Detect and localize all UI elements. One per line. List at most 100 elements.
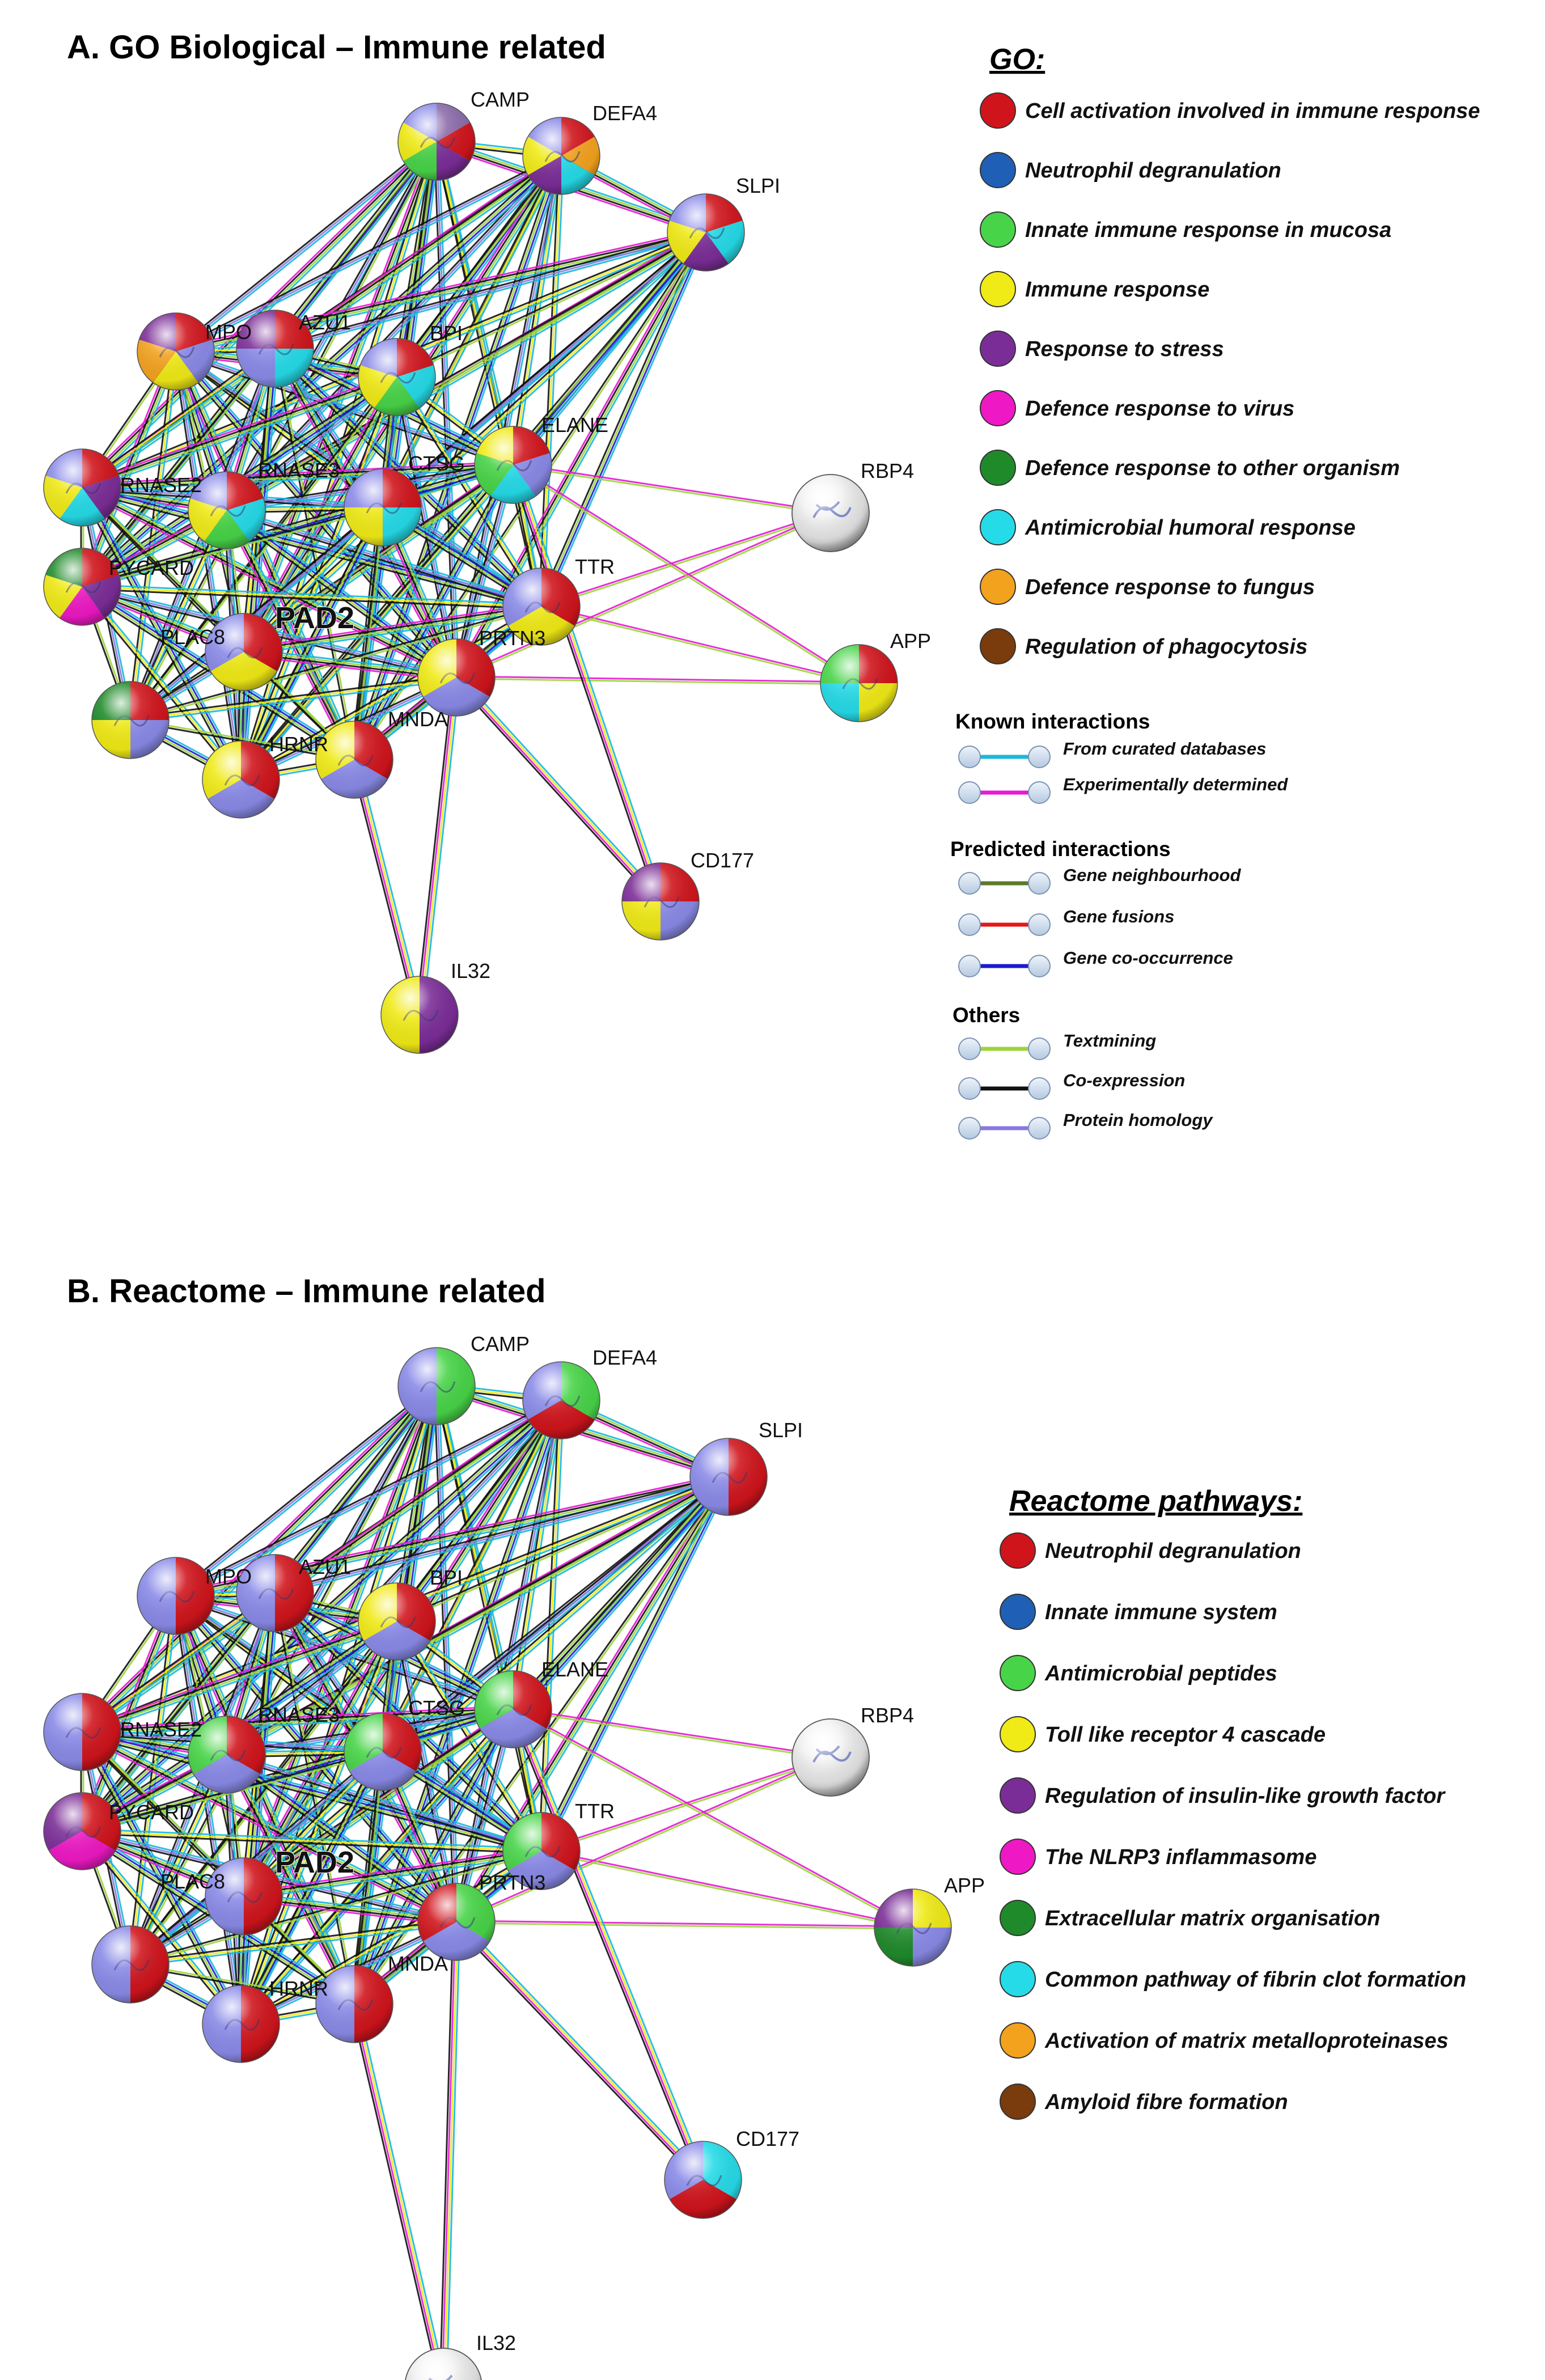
edge-evidence-line [176, 348, 514, 464]
edge-evidence-line [130, 676, 457, 721]
node-elane[interactable] [474, 1670, 552, 1748]
legend-swatch [1000, 1900, 1036, 1936]
edge-evidence-line [456, 232, 708, 679]
node-label-ctsg: CTSG [408, 452, 465, 475]
node-defa4[interactable] [522, 1361, 600, 1439]
edge-evidence-line [176, 157, 563, 354]
node-azu1[interactable] [236, 310, 314, 388]
edge-evidence-line [458, 674, 664, 900]
node-gloss [664, 2141, 742, 2219]
edge-evidence-line [228, 234, 708, 514]
node-app[interactable] [820, 644, 898, 722]
node-mnda[interactable] [315, 721, 393, 799]
node-label-rbp4: RBP4 [861, 459, 914, 482]
node-hrnr[interactable] [202, 1985, 280, 2063]
node-cd177[interactable] [621, 862, 700, 941]
node-rnase3[interactable] [188, 1716, 266, 1794]
node-gloss [667, 193, 745, 272]
edge-evidence-line [83, 379, 399, 492]
node-plac8[interactable] [91, 1925, 170, 2004]
node-rbp4[interactable] [791, 474, 870, 552]
interaction-item: Textmining [958, 1031, 1156, 1060]
edge-evidence-line [455, 677, 661, 903]
edge-evidence-line [244, 1851, 542, 1899]
node-pad2[interactable] [205, 1857, 283, 1936]
interaction-bead [1028, 955, 1051, 977]
edge-evidence-line [396, 1475, 729, 1621]
node-label-bpi: BPI [430, 321, 463, 345]
node-label-prtn3: PRTN3 [479, 1871, 545, 1894]
edge-evidence-line [243, 604, 541, 652]
go-legend: GO: Cell activation involved in immune r… [980, 43, 1480, 664]
node-prtn3[interactable] [417, 638, 496, 717]
node-gloss [397, 103, 476, 181]
edge-evidence-line [512, 1709, 913, 1930]
edge-evidence-line [274, 229, 706, 348]
edge-pycard-hrnr [79, 585, 244, 782]
node-label-slpi: SLPI [759, 1418, 803, 1442]
edge-evidence-line [456, 513, 832, 680]
edge-prtn3-cd177 [453, 1919, 706, 2183]
node-rnase2[interactable] [43, 448, 121, 527]
node-camp[interactable] [397, 103, 476, 181]
node-label-defa4: DEFA4 [592, 1346, 657, 1369]
node-label-hrnr: HRNR [269, 1977, 328, 2000]
node-azu1[interactable] [236, 1554, 314, 1632]
edge-evidence-line [130, 506, 383, 721]
node-ctsg[interactable] [344, 468, 422, 547]
node-app[interactable] [874, 1888, 952, 1967]
node-bpi[interactable] [358, 338, 436, 416]
node-slpi[interactable] [689, 1438, 768, 1516]
edge-evidence-line [540, 155, 562, 607]
node-rbp4[interactable] [791, 1718, 870, 1797]
node-label-elane: ELANE [541, 413, 608, 437]
node-il32[interactable] [405, 2348, 482, 2380]
edge-evidence-line [82, 1712, 514, 1737]
node-elane[interactable] [474, 426, 552, 504]
edge-evidence-line [80, 346, 274, 486]
node-pycard[interactable] [43, 1792, 121, 1870]
edge-evidence-line [176, 1401, 563, 1599]
node-il32[interactable] [380, 976, 459, 1054]
node-mpo[interactable] [137, 1557, 215, 1635]
node-cd177[interactable] [664, 2141, 742, 2219]
node-bpi[interactable] [358, 1582, 436, 1661]
edge-azu1-rnase2 [80, 1590, 277, 1735]
node-slpi[interactable] [667, 193, 745, 272]
node-ttr[interactable] [502, 568, 581, 646]
node-rnase2[interactable] [43, 1693, 121, 1771]
node-label-mpo: MPO [205, 1565, 252, 1588]
edge-evidence-line [79, 1832, 240, 2026]
edge-evidence-line [397, 1477, 730, 1624]
node-gloss [791, 474, 870, 552]
edge-ttr-pad2 [243, 602, 543, 657]
edge-evidence-line [176, 1595, 357, 2004]
node-mpo[interactable] [137, 312, 215, 391]
legend-swatch [1000, 1532, 1036, 1569]
node-ctsg[interactable] [344, 1713, 422, 1791]
node-prtn3[interactable] [417, 1883, 496, 1961]
edge-prtn3-cd177 [453, 674, 664, 905]
go-legend-items: Cell activation involved in immune respo… [980, 92, 1480, 664]
node-pad2[interactable] [205, 613, 283, 691]
node-plac8[interactable] [91, 681, 170, 759]
node-pycard[interactable] [43, 548, 121, 626]
node-defa4[interactable] [522, 117, 600, 195]
edge-pycard-ttr [82, 1828, 542, 1854]
edge-evidence-line [275, 1478, 730, 1596]
edge-evidence-line [441, 1921, 456, 2380]
edge-evidence-line [81, 586, 242, 780]
node-mnda[interactable] [315, 1965, 393, 2043]
edge-evidence-line [456, 675, 860, 683]
edge-evidence-line [380, 1474, 728, 1751]
node-label-plac8: PLAC8 [160, 1870, 225, 1893]
node-gloss [358, 338, 436, 416]
interaction-item: From curated databases [958, 739, 1266, 768]
node-ttr[interactable] [502, 1812, 581, 1890]
node-camp[interactable] [397, 1347, 476, 1425]
edge-slpi-ttr [537, 1475, 733, 1853]
node-rnase3[interactable] [188, 471, 266, 549]
edge-evidence-line [128, 505, 382, 719]
edge-elane-rbp4 [513, 463, 831, 515]
node-hrnr[interactable] [202, 740, 280, 819]
